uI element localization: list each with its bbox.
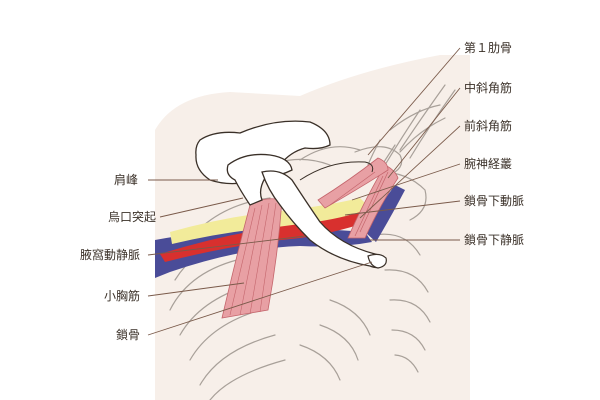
leader-middle-scalene (387, 87, 461, 179)
leader-pec-minor (147, 282, 245, 297)
anterior-scalene-muscle (317, 157, 389, 209)
pec-minor-fibers (229, 202, 277, 316)
label-pectoralis-minor: 小胸筋 (103, 289, 140, 303)
vein-branch (365, 185, 405, 242)
label-subclavian-artery: 鎖骨下動脈 (464, 194, 525, 208)
label-acromion: 肩峰 (113, 173, 138, 187)
pectoralis-minor (221, 198, 283, 319)
label-brachial-plexus: 腕神経叢 (464, 157, 513, 171)
label-rib1: 第１肋骨 (464, 41, 513, 55)
leader-coracoid (159, 197, 244, 218)
scalene-fibers (329, 171, 389, 237)
label-coracoid: 烏口突起 (107, 210, 156, 224)
clavicle-end (367, 253, 387, 269)
leader-brachial-plexus (351, 163, 461, 201)
middle-scalene-muscle (347, 164, 399, 239)
label-middle-scalene: 中斜角筋 (464, 81, 513, 95)
label-subclavian-vein: 鎖骨下静脈 (464, 233, 525, 247)
label-clavicle: 鎖骨 (115, 328, 140, 342)
leader-rib1 (367, 47, 461, 156)
first-rib (299, 161, 374, 181)
leader-subclavian-artery (344, 200, 461, 216)
label-axillary-vessels: 腋窩動静脈 (79, 248, 140, 262)
leader-lines (147, 47, 461, 336)
leader-anterior-scalene (359, 125, 461, 219)
leader-clavicle (147, 261, 373, 336)
leader-axillary (147, 235, 306, 256)
label-anterior-scalene: 前斜角筋 (464, 119, 513, 133)
